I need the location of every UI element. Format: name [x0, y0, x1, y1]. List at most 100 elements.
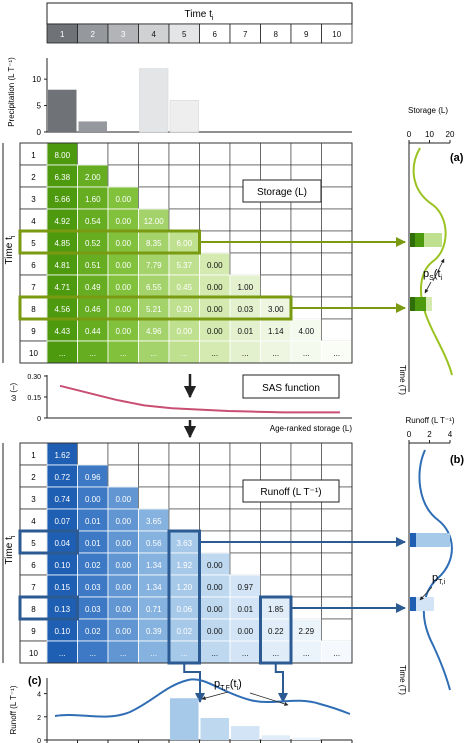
storage_matrix-cell-value: 2.00: [85, 173, 101, 182]
runoff_matrix-row-label: 7: [31, 583, 36, 592]
runoff_matrix-cell-value: 0.00: [207, 627, 223, 636]
runoff_matrix-cell: [138, 442, 170, 466]
storage_matrix-cell: [321, 274, 353, 298]
storage_matrix-row-label: 2: [31, 173, 36, 182]
runoff_matrix-cell-value: 0.13: [54, 605, 70, 614]
storage_matrix-cell: [321, 318, 353, 342]
sas-ytick-label: 0.30: [27, 374, 41, 381]
runoff_matrix-cell-value: 0.03: [85, 583, 101, 592]
runoff_matrix-row-label: 1: [31, 451, 36, 460]
runoff-highlights: [18, 529, 406, 703]
runoff-bottom-bar-7: [231, 726, 260, 740]
runoff_matrix-cell-value: 0.00: [115, 583, 131, 592]
runoff_matrix-cell-value: 0.02: [176, 627, 192, 636]
storage_matrix-cell: [199, 164, 231, 188]
runoff_matrix-cell-value: 0.07: [54, 517, 70, 526]
storage_matrix-cell-value: 12.00: [144, 217, 165, 226]
runoff_matrix-cell: [199, 508, 231, 532]
runoff_matrix-cell-value: 1.92: [176, 561, 192, 570]
storage_matrix-cell: [168, 142, 200, 166]
storage_matrix-cell-value: ...: [242, 349, 249, 358]
storage_matrix-cell-value: 8.00: [54, 151, 70, 160]
runoff-col-connector-5: [183, 663, 205, 703]
runoff-profile-band-row8-b: [410, 597, 416, 611]
runoff_matrix-cell-value: ...: [59, 649, 66, 658]
storage_matrix-row-label: 3: [31, 195, 36, 204]
storage_matrix-cell-value: 5.37: [176, 261, 192, 270]
storage_matrix-cell: [260, 252, 292, 276]
storage_matrix-cell-value: 0.01: [237, 327, 253, 336]
storage_matrix-cell: [290, 208, 322, 232]
runoff_matrix-cell: [199, 486, 231, 510]
runoff-bottom-chart: (c) Runoff (L T⁻¹) 024 pT,F(ti): [9, 675, 353, 743]
runoff_matrix-cell-value: 0.00: [115, 561, 131, 570]
storage_matrix-cell-value: 0.00: [115, 305, 131, 314]
storage_matrix-cell: [168, 208, 200, 232]
runoff_matrix-cell-value: 0.01: [85, 517, 101, 526]
storage_matrix-cell: [260, 274, 292, 298]
runoff_matrix-cell-value: 0.97: [237, 583, 253, 592]
storage_matrix-cell-value: 0.49: [85, 283, 101, 292]
runoff_matrix-cell-value: 1.34: [146, 583, 162, 592]
storage_matrix-cell-value: 0.00: [207, 283, 223, 292]
runoff_matrix-row-label: 9: [31, 627, 36, 636]
storage_matrix-cell: [229, 208, 261, 232]
time-cell-label: 4: [152, 30, 157, 39]
time-header-title: Time ti: [185, 9, 214, 22]
storage_matrix-cell-value: 1.00: [237, 283, 253, 292]
storage_matrix-cell-value: 6.00: [176, 239, 192, 248]
time-cell-label: 2: [91, 30, 96, 39]
precip-bar-2: [78, 121, 107, 132]
runoff_matrix-cell-value: 0.04: [54, 539, 70, 548]
runoff_matrix-cell-value: 0.10: [54, 561, 70, 570]
sas-ytick-label: 0: [37, 416, 41, 423]
time-cell-label: 9: [304, 30, 309, 39]
storage_matrix-cell-value: 4.85: [54, 239, 70, 248]
storage_matrix-cell: [138, 142, 170, 166]
runoff_matrix-row-label: 4: [31, 517, 36, 526]
time-cell-label: 1: [60, 30, 65, 39]
runoff_matrix-cell: [290, 508, 322, 532]
runoff_matrix-cell-value: 0.03: [85, 605, 101, 614]
precip-ylabel: Precipitation (L T⁻¹): [7, 57, 16, 127]
time-cell-label: 6: [213, 30, 218, 39]
storage-label: Storage (L): [257, 187, 307, 198]
storage-profile-curve: [412, 147, 453, 376]
storage_matrix-cell: [138, 164, 170, 188]
runoff-bottom-ylabel: Runoff (L T⁻¹): [9, 685, 18, 734]
storage_matrix-cell-value: ...: [303, 349, 310, 358]
storage_matrix-cell-value: ...: [59, 349, 66, 358]
runoff_matrix-cell-value: 0.00: [115, 495, 131, 504]
runoff_matrix-cell: [260, 574, 292, 598]
runoff_matrix-cell: [199, 442, 231, 466]
runoff_matrix-cell: [260, 508, 292, 532]
runoff-bottom-yticks: 024: [37, 692, 47, 743]
storage_matrix-row-label: 5: [31, 239, 36, 248]
storage-profile-xlabel: Storage (L): [408, 106, 448, 115]
runoff_matrix-cell: [260, 442, 292, 466]
runoff_matrix-cell: [321, 442, 353, 466]
runoff_matrix-cell: [138, 464, 170, 488]
storage_matrix-cell-value: 0.00: [115, 239, 131, 248]
storage_matrix-cell-value: 0.00: [115, 195, 131, 204]
storage-label-box: Storage (L): [242, 179, 322, 203]
runoff-bottom-ytick-label: 0: [37, 738, 41, 743]
sas-ylabel: ω (–): [9, 383, 18, 402]
runoff_matrix-cell: [229, 508, 261, 532]
storage_matrix-cell-value: 0.00: [115, 217, 131, 226]
runoff_matrix-cell: [168, 442, 200, 466]
storage-profile-band-row5-c: [424, 233, 442, 247]
runoff-profile-curve: [418, 449, 453, 691]
storage_matrix-cell: [290, 252, 322, 276]
runoff-profile-letter: (b): [450, 454, 464, 466]
storage_matrix-cell-value: 0.00: [207, 327, 223, 336]
runoff_matrix-cell: [321, 574, 353, 598]
runoff_matrix-cell-value: 0.72: [54, 473, 70, 482]
runoff_matrix-row-label: 10: [29, 649, 38, 658]
storage_matrix-cell-value: 7.79: [146, 261, 162, 270]
storage_matrix-cell-value: ...: [211, 349, 218, 358]
